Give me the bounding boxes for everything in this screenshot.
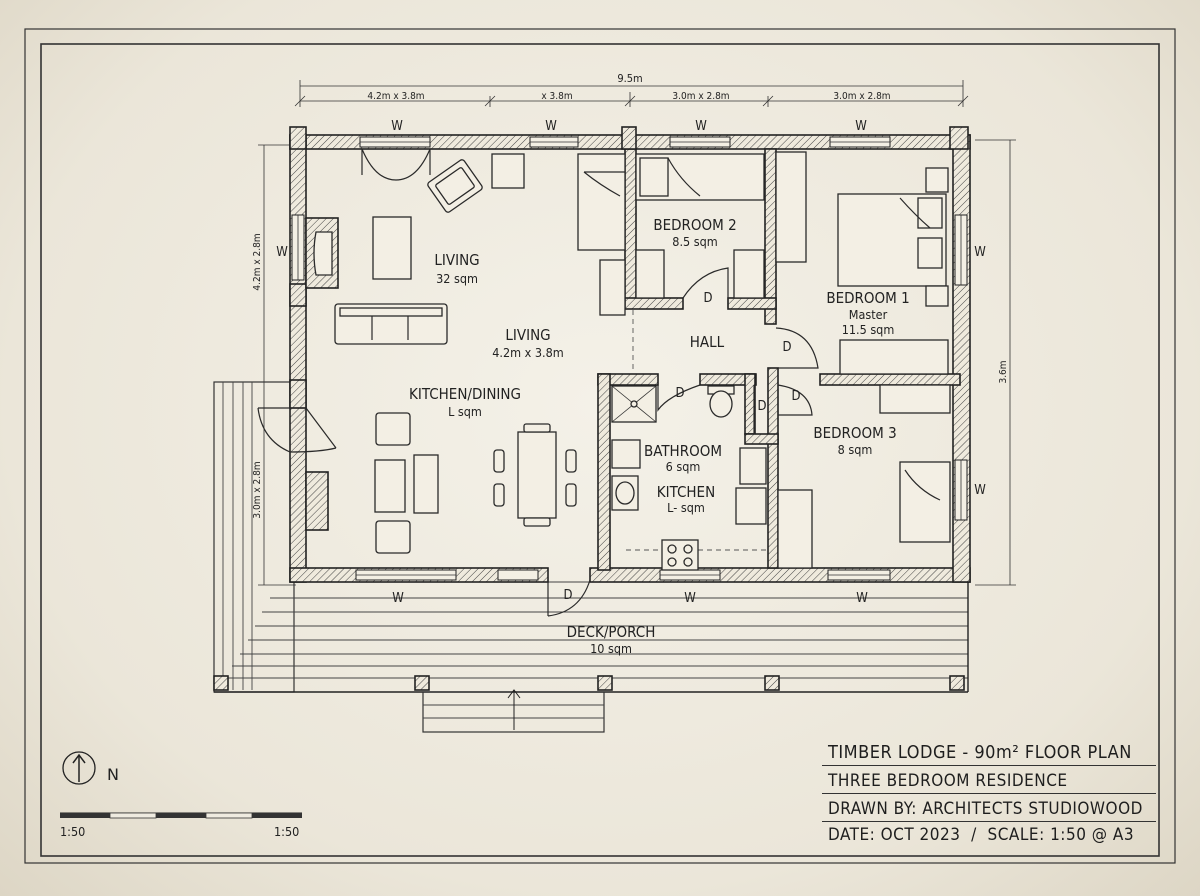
dim-top-4: 3.0m x 2.8m [833, 91, 890, 102]
room-deck-area: 10 sqm [590, 641, 632, 656]
title-block-title: TIMBER LODGE - 90m² FLOOR PLAN [822, 742, 1156, 766]
right-dimension-lines [975, 139, 1016, 586]
room-kitchen-dining-name: KITCHEN/DINING [409, 385, 521, 403]
north-label: N [107, 765, 119, 784]
north-arrow-icon [62, 751, 96, 785]
window-mark: W [684, 591, 696, 606]
room-bedroom-2-area: 8.5 sqm [672, 234, 717, 249]
room-bedroom-1-note: Master [849, 307, 888, 322]
scale-bar [60, 812, 302, 819]
top-dimension-lines [294, 80, 969, 107]
doors [257, 148, 819, 617]
window-mark: W [856, 591, 868, 606]
title-block-date-scale: DATE: OCT 2023 / SCALE: 1:50 @ A3 [828, 825, 1135, 845]
room-living-1-area: 32 sqm [436, 271, 478, 286]
outer-border [24, 28, 1176, 864]
inner-border [40, 43, 1160, 857]
window-mark: W [392, 591, 404, 606]
window-mark: W [974, 483, 986, 498]
scale-label-left: 1:50 [60, 824, 86, 839]
window-mark: W [391, 119, 403, 134]
door-mark: D [675, 386, 684, 401]
room-kitchen-name: KITCHEN [657, 483, 715, 501]
window-mark: W [695, 119, 707, 134]
room-kitchen-dining-area: L sqm [448, 404, 482, 419]
room-bathroom-name: BATHROOM [644, 442, 722, 460]
furniture [305, 151, 951, 571]
title-block-subtitle: THREE BEDROOM RESIDENCE [822, 771, 1156, 794]
room-hall-name: HALL [690, 333, 725, 351]
dim-right: 3.6m [998, 360, 1009, 383]
room-bedroom-2-name: BEDROOM 2 [653, 216, 736, 234]
dim-overall: 9.5m [617, 72, 642, 85]
scale-label-right: 1:50 [274, 824, 300, 839]
dim-left-lower: 3.0m x 2.8m [252, 461, 263, 518]
room-bedroom-3-area: 8 sqm [838, 442, 873, 457]
room-living-1-name: LIVING [434, 251, 479, 269]
room-living-2-area: 4.2m x 3.8m [492, 345, 563, 360]
dim-left-upper: 4.2m x 2.8m [252, 233, 263, 290]
room-deck-name: DECK/PORCH [567, 623, 656, 641]
window-mark: W [974, 245, 986, 260]
title-block-drawn-by: DRAWN BY: ARCHITECTS STUDIOWOOD [822, 799, 1156, 822]
room-bedroom-3-name: BEDROOM 3 [813, 424, 896, 442]
dim-top-3: 3.0m x 2.8m [672, 91, 729, 102]
room-bedroom-1-area: 11.5 sqm [842, 322, 895, 337]
room-living-2-name: LIVING [505, 326, 550, 344]
dim-top-1: 4.2m x 3.8m [367, 91, 424, 102]
window-mark: W [276, 245, 288, 260]
door-mark: D [563, 588, 572, 603]
windows [291, 136, 968, 581]
window-mark: W [545, 119, 557, 134]
door-mark: D [757, 399, 766, 414]
window-mark: W [855, 119, 867, 134]
room-kitchen-area: L- sqm [667, 500, 705, 515]
room-bathroom-area: 6 sqm [666, 459, 701, 474]
door-mark: D [791, 389, 800, 404]
door-mark: D [782, 340, 791, 355]
door-mark: D [703, 291, 712, 306]
dim-top-2: x 3.8m [541, 91, 572, 102]
room-bedroom-1-name: BEDROOM 1 [826, 289, 909, 307]
